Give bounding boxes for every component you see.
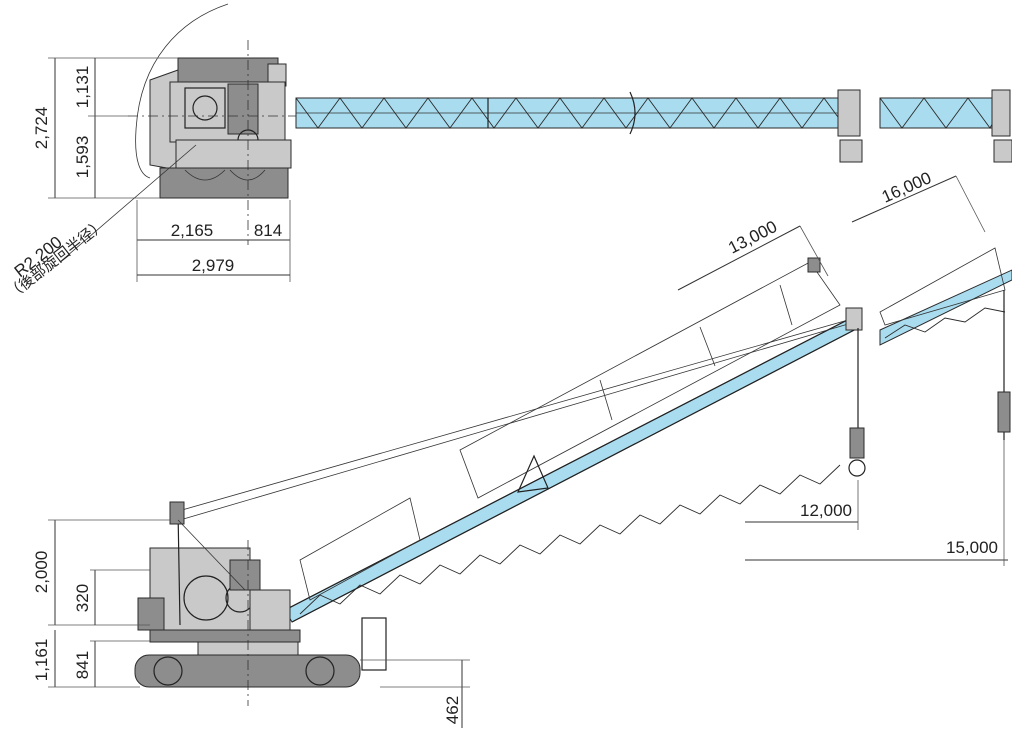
side-view-dimensions: 2,000 320 1,161 841 462 13,000 16,000 12…: [32, 168, 1008, 728]
gantry-top: [169, 501, 185, 525]
boom-13000-label: 13,000: [725, 217, 780, 258]
radius-12000-label: 12,000: [800, 501, 852, 520]
drum-circle: [192, 95, 218, 121]
boom-side-truss-1: [299, 464, 841, 615]
dim-320-label: 320: [73, 584, 92, 612]
hook-block-top-2: [993, 139, 1012, 163]
hook-block-top-1: [839, 139, 863, 163]
dim-1593-label: 1,593: [73, 136, 92, 179]
lower-deck: [175, 139, 292, 169]
dim-1161-label: 1,161: [32, 639, 51, 682]
outrigger-frame: [361, 617, 387, 671]
boom-panel-div-1: [599, 379, 613, 421]
drive-sprocket: [305, 656, 335, 686]
boom-head-1: [837, 89, 861, 137]
gear-box: [227, 83, 259, 135]
boom-1-chord-bottom: [291, 325, 863, 623]
dim-841-label: 841: [73, 651, 92, 679]
tail-swing-arc: [135, 3, 229, 179]
dim-2979-label: 2,979: [192, 256, 235, 275]
boom-foot-block: [249, 589, 291, 631]
crawler-top: [159, 167, 289, 199]
ext-line-13000: [799, 225, 829, 277]
top-view: 2,724 1,131 1,593 2,165 814 2,979 R2,200…: [4, 3, 1012, 303]
boom-panel-1: [299, 497, 421, 601]
boom-head-2: [991, 89, 1011, 137]
boom-tip-light: [807, 257, 821, 273]
dim-2724-label: 2,724: [32, 107, 51, 150]
boom-2-panel: [879, 247, 1006, 326]
crawler-side: [134, 654, 361, 688]
boom-16000-label: 16,000: [879, 168, 934, 207]
boom-side-truss-2: [884, 307, 1006, 339]
carbody-ring: [149, 629, 301, 643]
radius-leader: [59, 144, 197, 263]
dim-1131-label: 1,131: [73, 66, 92, 109]
hook-block-2: [997, 391, 1011, 433]
crawler-arc-1: [184, 169, 226, 181]
gantry-post: [177, 509, 181, 626]
idler-wheel: [153, 656, 183, 686]
dim-line-13000: [677, 225, 801, 291]
winch-drum-side: [183, 575, 229, 621]
boom-top-truss-2: [879, 97, 1001, 129]
boom-head-side-1: [845, 307, 863, 331]
dim-462-label: 462: [443, 696, 462, 724]
dim-814-label: 814: [254, 221, 282, 240]
side-view: 2,000 320 1,161 841 462 13,000 16,000 12…: [32, 168, 1012, 728]
winch-drum: [184, 87, 226, 129]
boom-mid-frame: [517, 454, 549, 493]
hook-block-1: [849, 427, 865, 459]
radius-15000-label: 15,000: [946, 538, 998, 557]
pendant-line-1: [174, 317, 856, 513]
boom-top-segment-2: [879, 97, 1001, 129]
boom-panel-2: [459, 261, 841, 499]
ext-line-16000: [955, 175, 986, 233]
gantry-strut: [177, 519, 246, 591]
hook-1: [848, 459, 866, 477]
boom-1-chord-top: [284, 315, 856, 611]
boom-joint-1: [629, 91, 636, 135]
dim-2000-label: 2,000: [32, 551, 51, 594]
boom-panel-div-2: [699, 326, 716, 367]
boom-side-1: [284, 315, 863, 623]
boom-panel-div-3: [779, 284, 793, 326]
dim-2165-label: 2,165: [171, 221, 214, 240]
engine-side: [229, 559, 261, 591]
dim-line-16000: [851, 175, 957, 223]
pendant-line-2: [179, 321, 856, 521]
